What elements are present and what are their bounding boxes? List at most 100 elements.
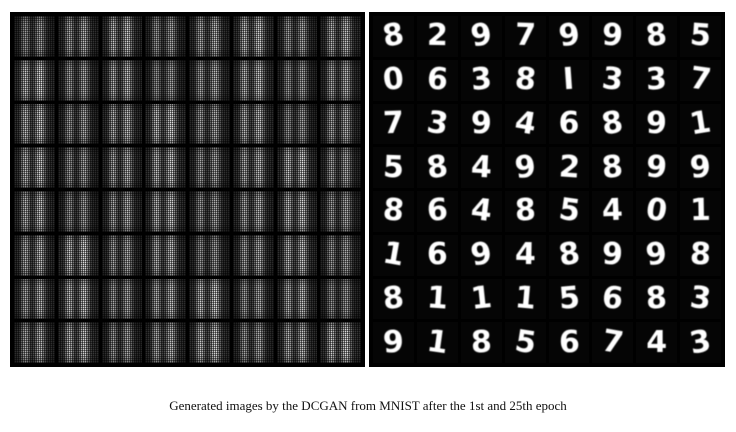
digit-glyph: 9 — [470, 105, 492, 142]
digit-glyph: 8 — [380, 16, 407, 55]
noise-sample-cell — [232, 147, 274, 188]
noise-sample-cell — [14, 322, 55, 363]
digit-glyph: 6 — [425, 192, 449, 230]
noise-sample-cell — [14, 191, 55, 232]
digit-glyph: 4 — [468, 192, 494, 230]
noise-sample-cell — [101, 147, 143, 188]
digit-glyph: 3 — [424, 104, 451, 143]
noise-sample-cell — [14, 103, 55, 145]
digit-glyph: 9 — [643, 235, 670, 274]
digit-glyph: 1 — [687, 104, 714, 143]
digit-glyph: 7 — [599, 323, 627, 362]
noise-sample-cell — [101, 322, 143, 363]
digit-sample-cell: 9 — [460, 234, 502, 276]
noise-sample-cell — [232, 322, 274, 363]
digit-glyph: 1 — [689, 193, 712, 229]
digit-glyph: 5 — [688, 17, 713, 55]
digit-sample-cell: 9 — [373, 322, 414, 363]
digit-sample-cell: 5 — [548, 278, 590, 320]
digit-sample-cell: 1 — [460, 278, 502, 320]
digit-glyph: 9 — [601, 17, 625, 54]
noise-sample-cell — [57, 234, 99, 276]
digit-sample-cell: 7 — [373, 103, 414, 145]
digit-sample-cell: 0 — [636, 191, 678, 232]
noise-sample-cell — [320, 59, 361, 101]
noise-sample-cell — [57, 278, 99, 320]
digit-sample-cell: 2 — [416, 16, 458, 57]
digit-sample-cell: 5 — [373, 147, 414, 188]
noise-sample-cell — [145, 234, 186, 276]
digit-glyph: 0 — [643, 191, 670, 230]
noise-sample-cell — [145, 59, 186, 101]
digit-sample-cell: 8 — [636, 16, 678, 57]
digit-glyph: 6 — [558, 324, 580, 360]
noise-sample-cell — [232, 59, 274, 101]
digit-sample-cell: 8 — [373, 278, 414, 320]
noise-sample-cell — [57, 322, 99, 363]
digit-glyph: 9 — [688, 148, 713, 186]
digit-sample-cell: 0 — [373, 59, 414, 101]
noise-sample-cell — [14, 16, 55, 57]
noise-sample-grid — [14, 16, 361, 363]
noise-sample-cell — [101, 59, 143, 101]
noise-sample-cell — [14, 59, 55, 101]
digit-sample-cell: 8 — [636, 278, 678, 320]
digit-glyph: 8 — [381, 192, 406, 230]
noise-sample-cell — [320, 234, 361, 276]
noise-sample-cell — [14, 147, 55, 188]
digit-sample-cell: 5 — [548, 191, 590, 232]
digit-sample-cell: 5 — [680, 16, 721, 57]
noise-sample-cell — [145, 16, 186, 57]
digit-sample-cell: 4 — [636, 322, 678, 363]
digit-sample-cell: 6 — [548, 103, 590, 145]
digit-sample-cell: 1 — [373, 234, 414, 276]
digit-sample-cell: 9 — [680, 147, 721, 188]
noise-sample-cell — [276, 191, 318, 232]
digit-glyph: 0 — [381, 61, 406, 99]
noise-sample-cell — [189, 59, 230, 101]
digit-glyph: I — [562, 61, 576, 98]
digit-glyph: 4 — [514, 236, 536, 273]
noise-sample-cell — [276, 234, 318, 276]
noise-sample-cell — [57, 147, 99, 188]
digit-glyph: 8 — [380, 279, 406, 318]
noise-sample-cell — [189, 16, 230, 57]
epoch-1-samples-grid — [10, 12, 365, 367]
digit-glyph: 3 — [469, 61, 494, 98]
noise-sample-cell — [276, 322, 318, 363]
digit-glyph: 5 — [556, 192, 582, 230]
digit-glyph: 4 — [601, 193, 624, 229]
digit-glyph: 4 — [511, 104, 539, 143]
digit-glyph: 9 — [556, 17, 582, 55]
digit-glyph: 2 — [426, 18, 449, 54]
noise-sample-cell — [276, 147, 318, 188]
digit-glyph: 4 — [646, 324, 668, 360]
digit-glyph: 1 — [513, 280, 538, 317]
digit-sample-cell: 8 — [504, 59, 546, 101]
digit-glyph: 5 — [556, 280, 581, 317]
noise-sample-cell — [57, 59, 99, 101]
digit-glyph: 9 — [645, 105, 668, 142]
digit-glyph: 8 — [689, 236, 712, 273]
noise-sample-cell — [189, 322, 230, 363]
noise-sample-cell — [57, 16, 99, 57]
noise-sample-cell — [320, 322, 361, 363]
digit-glyph: 7 — [382, 105, 405, 142]
digit-sample-cell: 1 — [416, 322, 458, 363]
digit-sample-cell: 9 — [636, 234, 678, 276]
digit-glyph: 2 — [557, 148, 581, 186]
digit-sample-cell: 8 — [373, 16, 414, 57]
noise-sample-cell — [145, 103, 186, 145]
noise-sample-cell — [320, 103, 361, 145]
noise-sample-cell — [232, 16, 274, 57]
digit-glyph: 8 — [512, 61, 538, 99]
digit-sample-cell: 6 — [592, 278, 634, 320]
digit-sample-cell: 5 — [504, 322, 546, 363]
noise-sample-cell — [320, 191, 361, 232]
digit-sample-cell: 6 — [548, 322, 590, 363]
digit-glyph: 8 — [513, 192, 537, 229]
digit-sample-cell: 3 — [416, 103, 458, 145]
digit-sample-cell: 6 — [416, 234, 458, 276]
digit-sample-cell: 3 — [680, 278, 721, 320]
noise-sample-cell — [57, 103, 99, 145]
